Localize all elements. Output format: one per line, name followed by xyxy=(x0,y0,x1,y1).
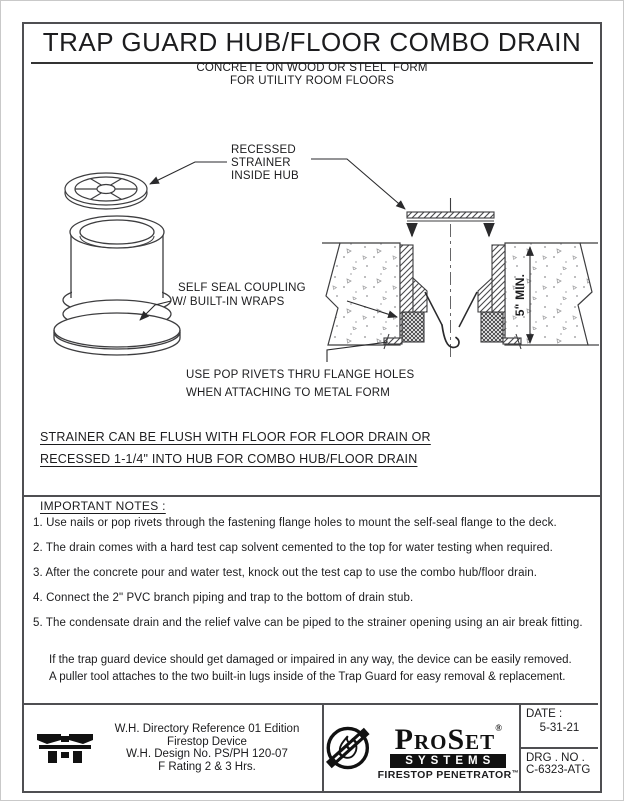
notes-footer: If the trap guard device should get dama… xyxy=(49,652,589,685)
note-item-4: 4. Connect the 2" PVC branch piping and … xyxy=(33,592,414,604)
recessed-strainer-label-3: INSIDE HUB xyxy=(231,170,299,182)
pop-rivets-label-2: WHEN ATTACHING TO METAL FORM xyxy=(186,387,390,399)
note-item-2: 2. The drain comes with a hard test cap … xyxy=(33,542,553,554)
page-title: TRAP GUARD HUB/FLOOR COMBO DRAIN xyxy=(30,27,594,64)
date-label: DATE : xyxy=(526,708,563,720)
no-fire-badge-icon xyxy=(326,726,370,770)
drain-diagram: 5" MIN. RECESSED STRAINER INSIDE HUB SEL… xyxy=(53,144,599,399)
statement-line-1: STRAINER CAN BE FLUSH WITH FLOOR FOR FLO… xyxy=(40,430,431,444)
strainer-statement: STRAINER CAN BE FLUSH WITH FLOOR FOR FLO… xyxy=(40,426,431,470)
subtitle-line-2: FOR UTILITY ROOM FLOORS xyxy=(229,75,395,87)
wh-listing-text: W.H. Directory Reference 01 Edition Fire… xyxy=(102,723,322,773)
drg-value: C-6323-ATG xyxy=(526,764,591,776)
proset-systems-bar: SYSTEMS xyxy=(390,754,507,768)
wh-logo-icon xyxy=(37,734,93,763)
self-seal-label-1: SELF SEAL COUPLING xyxy=(178,282,306,294)
proset-name: ProSet® xyxy=(394,715,502,756)
strainer-disc xyxy=(64,172,148,210)
notes-footer-line-2: A puller tool attaches to the two built-… xyxy=(49,670,566,683)
date-row: DATE : 5-31-21 xyxy=(521,705,598,749)
proset-tagline-text: FIRESTOP PENETRATOR xyxy=(377,769,512,781)
note-item-1: 1. Use nails or pop rivets through the f… xyxy=(33,517,557,529)
proset-brand-cell: ProSet® SYSTEMS FIRESTOP PENETRATOR™ xyxy=(322,705,519,791)
wh-listing-cell: W.H. Directory Reference 01 Edition Fire… xyxy=(22,705,322,791)
date-value: 5-31-21 xyxy=(539,722,580,734)
dimension-label: 5" MIN. xyxy=(513,274,527,316)
notes-footer-line-1: If the trap guard device should get dama… xyxy=(49,654,572,666)
drain-section xyxy=(383,244,522,350)
title-block: W.H. Directory Reference 01 Edition Fire… xyxy=(22,703,598,791)
proset-tagline: FIRESTOP PENETRATOR™ xyxy=(378,769,519,781)
wh-line-1: W.H. Directory Reference 01 Edition xyxy=(114,723,300,735)
recessed-strainer-label-1: RECESSED xyxy=(231,144,296,156)
title-row: TRAP GUARD HUB/FLOOR COMBO DRAIN xyxy=(0,27,624,64)
drg-row: DRG . NO . C-6323-ATG xyxy=(521,749,598,791)
section-divider xyxy=(24,495,600,497)
note-item-5: 5. The condensate drain and the relief v… xyxy=(33,617,583,629)
wh-line-2: Firestop Device xyxy=(167,735,247,748)
date-drg-cell: DATE : 5-31-21 DRG . NO . C-6323-ATG xyxy=(519,705,598,791)
diagram-labels: RECESSED STRAINER INSIDE HUB SELF SEAL C… xyxy=(172,144,414,399)
page-subtitle: CONCRETE ON WOOD OR STEEL FORM FOR UTILI… xyxy=(0,62,624,88)
statement-line-2: RECESSED 1-1/4" INTO HUB FOR COMBO HUB/F… xyxy=(40,452,418,466)
trademark-mark: ™ xyxy=(511,770,519,777)
leader-lines xyxy=(139,158,406,362)
registered-mark: ® xyxy=(495,723,502,733)
wh-line-4: F Rating 2 & 3 Hrs. xyxy=(158,760,256,773)
drg-label: DRG . NO . xyxy=(526,752,585,764)
test-cap-plate xyxy=(406,198,495,238)
dimension-5in-min: 5" MIN. xyxy=(513,246,534,344)
wh-line-3: W.H. Design No. PS/PH 120-07 xyxy=(126,748,288,760)
trap-guard xyxy=(424,224,478,358)
recessed-strainer-label-2: STRAINER xyxy=(231,157,291,169)
pop-rivets-label-1: USE POP RIVETS THRU FLANGE HOLES xyxy=(186,369,414,381)
subtitle-line-1: CONCRETE ON WOOD OR STEEL FORM xyxy=(196,62,428,74)
sheet-border xyxy=(22,22,602,793)
self-seal-label-2: W/ BUILT-IN WRAPS xyxy=(172,296,285,308)
hub-isometric-view xyxy=(53,215,181,356)
note-item-3: 3. After the concrete pour and water tes… xyxy=(33,567,538,579)
proset-name-text: ProSet xyxy=(394,723,496,756)
notes-heading: IMPORTANT NOTES : xyxy=(40,499,166,513)
floor-slab-section xyxy=(322,242,599,346)
proset-wordmark: ProSet® SYSTEMS FIRESTOP PENETRATOR™ xyxy=(378,715,519,781)
